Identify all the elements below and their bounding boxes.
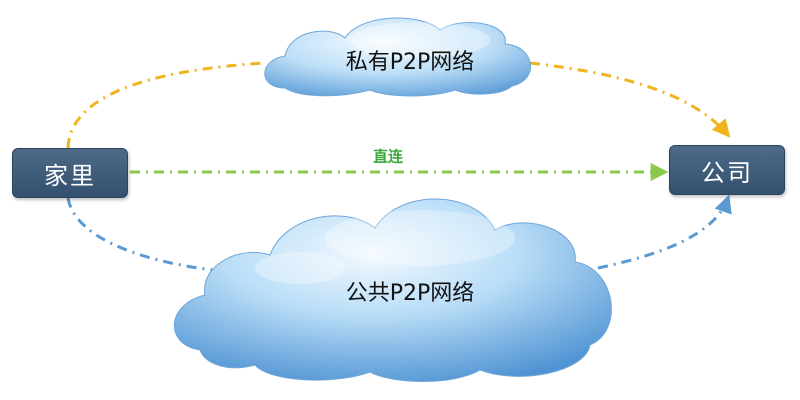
home-node-label: 家里 <box>44 161 96 190</box>
company-node-label: 公司 <box>701 158 753 187</box>
public-p2p-cloud <box>173 198 612 382</box>
public-p2p-path <box>66 197 233 274</box>
private-p2p-path-arrow <box>529 61 731 138</box>
public-p2p-label: 公共P2P网络 <box>345 281 475 306</box>
private-p2p-label: 私有P2P网络 <box>345 50 475 75</box>
private-p2p-path <box>66 61 266 149</box>
direct-link-label: 直连 <box>372 147 404 166</box>
public-p2p-path-arrow <box>597 194 732 270</box>
company-node: 公司 <box>669 145 785 195</box>
home-node: 家里 <box>12 148 128 198</box>
private-p2p-cloud <box>264 17 531 97</box>
